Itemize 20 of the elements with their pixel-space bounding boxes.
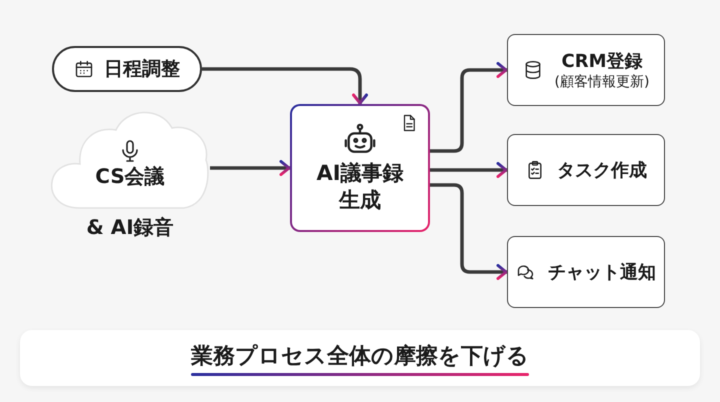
summary-banner bbox=[20, 330, 700, 386]
output-box bbox=[507, 34, 665, 106]
node-label: CRM登録 bbox=[562, 50, 642, 73]
caption-text: & AI録音 bbox=[85, 214, 175, 241]
output-box bbox=[507, 236, 665, 308]
node-label: CS会議 bbox=[95, 162, 165, 190]
summary-text: 業務プロセス全体の摩擦を下げる bbox=[191, 342, 529, 370]
arrow bbox=[430, 62, 508, 153]
node-label: 日程調整 bbox=[104, 57, 180, 82]
arrow bbox=[210, 160, 290, 176]
arrow bbox=[430, 183, 508, 280]
process-box bbox=[290, 104, 430, 232]
output-box bbox=[507, 134, 665, 206]
arrow bbox=[202, 67, 368, 104]
input-pill bbox=[52, 46, 202, 92]
node-label: タスク作成 bbox=[557, 159, 647, 182]
arrow bbox=[430, 162, 508, 178]
node-subtitle: (顧客情報更新) bbox=[554, 73, 650, 91]
node-label: AI議事録生成 bbox=[315, 160, 405, 214]
node-label: チャット通知 bbox=[548, 261, 656, 284]
